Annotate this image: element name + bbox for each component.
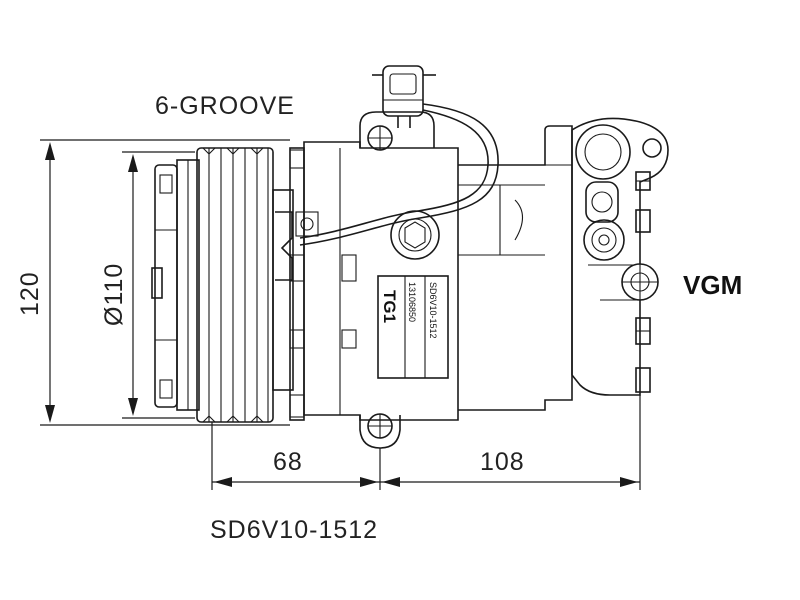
- diameter-label: Ø110: [100, 263, 128, 326]
- plate-model: SD6V10-1512: [428, 282, 438, 339]
- bottom-mount-ear: [359, 413, 401, 449]
- dimension-diameter: Ø110: [100, 151, 195, 419]
- plate-code: TG1: [380, 290, 399, 323]
- front-length-label: 68: [273, 448, 303, 476]
- rear-length-label: 108: [480, 448, 525, 476]
- suction-port: [575, 124, 662, 180]
- brand-logo: VGM: [683, 270, 742, 300]
- rear-bolts: [635, 171, 651, 393]
- rear-head: [571, 117, 669, 396]
- top-mount-ear: [359, 111, 435, 151]
- rear-mount-ear: [621, 263, 659, 301]
- height-label: 120: [16, 271, 44, 316]
- groove-label: 6-GROOVE: [155, 92, 295, 120]
- model-label: SD6V10-1512: [210, 516, 378, 544]
- electrical-connector: [299, 65, 499, 246]
- dimension-lengths: 68 108: [211, 395, 641, 490]
- dimension-height: 120: [16, 139, 290, 426]
- clutch-hub: [176, 159, 200, 411]
- discharge-port: [583, 181, 625, 261]
- clutch-plate: [151, 164, 178, 408]
- plate-part-number: 13106850: [407, 282, 417, 322]
- pulley: [196, 147, 274, 423]
- rear-housing: [458, 125, 573, 411]
- compressor-body: TG1 13106850 SD6V10-1512: [303, 141, 459, 421]
- nameplate: [377, 275, 449, 379]
- front-housing: [272, 147, 319, 421]
